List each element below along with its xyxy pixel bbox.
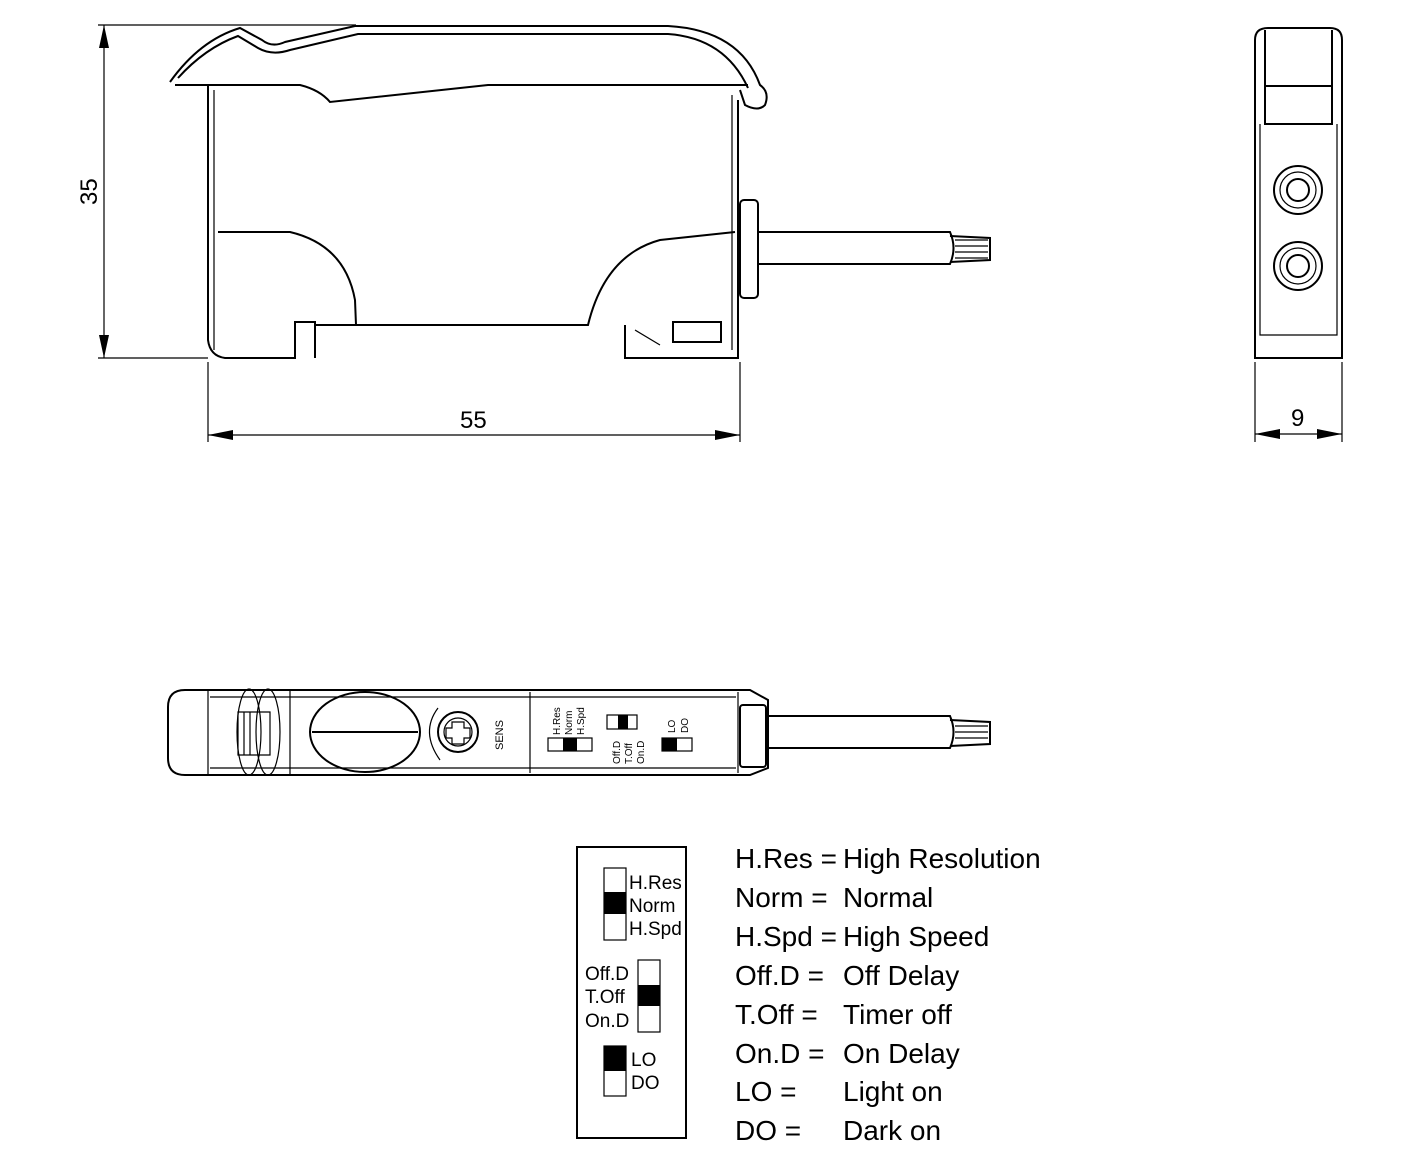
legend-abbr: T.Off =	[735, 998, 818, 1030]
legend-meaning: High Speed	[843, 920, 990, 952]
legend-row: Off.D = Off Delay	[735, 957, 1041, 996]
dim-height: 35	[76, 178, 103, 205]
detail-switch1-label: H.Spd	[629, 919, 682, 940]
sens-label: SENS	[494, 720, 506, 750]
legend-meaning: Timer off	[843, 998, 952, 1030]
top-switch1-label: H.Res	[552, 707, 563, 735]
legend-abbr: DO =	[735, 1115, 802, 1147]
legend-row: DO = Dark on	[735, 1112, 1041, 1151]
top-switch3-label: LO	[667, 719, 678, 733]
switch-detail: H.Res Norm H.Spd Off.D T.Off On.D LO DO	[576, 846, 687, 1139]
dim-width: 55	[460, 407, 487, 434]
legend-meaning: High Resolution	[843, 843, 1041, 874]
legend-abbr: LO =	[735, 1076, 797, 1108]
top-switch2-label: Off.D	[612, 741, 623, 764]
legend-row: Norm = Normal	[735, 879, 1041, 918]
legend-meaning: On Delay	[843, 1037, 960, 1069]
legend-meaning: Light on	[843, 1076, 943, 1108]
top-switch1-label: Norm	[564, 711, 575, 735]
top-switch2-label: T.Off	[624, 743, 635, 764]
detail-switch3-label: DO	[631, 1073, 660, 1094]
legend-meaning: Off Delay	[843, 959, 960, 991]
top-switch2-label: On.D	[636, 741, 647, 764]
legend-meaning: Normal	[843, 881, 934, 913]
legend-row: LO = Light on	[735, 1073, 1041, 1112]
detail-switch3-label: LO	[631, 1050, 656, 1071]
detail-switch1-label: Norm	[629, 896, 675, 917]
side-view: 35 55	[76, 24, 991, 442]
legend-row: T.Off = Timer off	[735, 996, 1041, 1035]
top-switch3-label: DO	[680, 718, 691, 733]
legend-abbr: H.Spd =	[735, 920, 837, 952]
legend-abbr: H.Res =	[735, 843, 837, 874]
legend-abbr: On.D =	[735, 1037, 825, 1069]
legend-row: On.D = On Delay	[735, 1035, 1041, 1074]
legend-abbr: Off.D =	[735, 959, 824, 991]
legend-row: H.Spd =High Speed	[735, 918, 1041, 957]
top-switch1-label: H.Spd	[576, 707, 587, 735]
detail-switch2-label: T.Off	[585, 987, 625, 1008]
detail-switch2-label: Off.D	[585, 964, 629, 985]
dim-depth: 9	[1291, 405, 1304, 432]
top-view: SENS H.Res Norm H.Spd Off.D T.Off On.D L…	[167, 688, 991, 776]
detail-switch2-label: On.D	[585, 1011, 629, 1032]
legend-abbr: Norm =	[735, 881, 828, 913]
legend-meaning: Dark on	[843, 1115, 942, 1147]
detail-switch1-label: H.Res	[629, 873, 682, 894]
legend-row: H.Res =High Resolution	[735, 840, 1041, 879]
end-view: 9	[1254, 27, 1343, 442]
